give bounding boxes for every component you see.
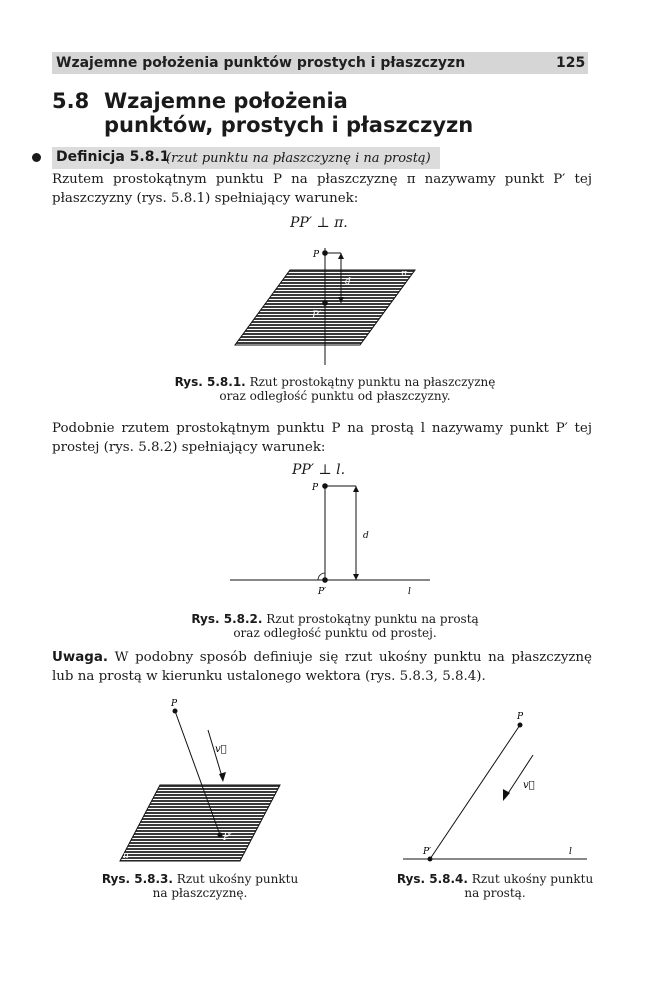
arrowhead-down — [338, 297, 344, 303]
caption-text: Rzut ukośny punktu — [471, 872, 594, 886]
caption-5-8-4: Rys. 5.8.4. Rzut ukośny punktu na prostą… — [355, 872, 635, 900]
label-l: l — [408, 587, 411, 597]
projection-line — [174, 710, 221, 836]
section-title: Wzajemne położenia punktów, prostych i p… — [104, 89, 473, 137]
point-P — [172, 708, 178, 714]
caption-text: Rzut prostokątny punktu na płaszczyznę — [249, 375, 496, 389]
label-pi: π — [400, 269, 408, 279]
figure-5-8-4: P v⃗ P′ l — [403, 712, 587, 862]
arrowhead-up — [338, 253, 344, 259]
point-P-prime — [427, 856, 433, 862]
label-P-prime: P′ — [222, 832, 233, 843]
label-P-prime: P′ — [422, 847, 431, 857]
figure-5-8-2: P d P′ l — [230, 483, 430, 597]
label-d: d — [345, 277, 351, 287]
plane-pi — [119, 784, 281, 862]
section-title-line1: Wzajemne położenia — [104, 89, 348, 113]
figure-5-8-3: P v⃗ P′ π — [119, 699, 281, 862]
paragraph-2: Podobnie rzutem prostokątnym punktu P na… — [52, 421, 592, 455]
label-pi: π — [122, 851, 130, 861]
caption-label: Rys. 5.8.2. — [191, 612, 263, 626]
caption-line2: oraz odległość punktu od płaszczyzny. — [219, 389, 451, 403]
point-P-prime — [322, 300, 328, 306]
bullet-icon — [32, 153, 41, 162]
caption-label: Rys. 5.8.3. — [101, 872, 173, 886]
arrowhead-up — [353, 486, 359, 492]
label-P: P — [312, 250, 320, 260]
remark-paragraph: Uwaga. W podobny sposób definiuje się rz… — [52, 648, 592, 686]
label-v: v⃗ — [215, 744, 227, 755]
page-number: 125 — [556, 55, 586, 71]
vector-v — [207, 729, 224, 781]
caption-text: Rzut prostokątny punktu na prostą — [266, 612, 479, 626]
label-P-prime: P′ — [317, 587, 326, 597]
label-v: v⃗ — [523, 780, 535, 791]
definition-label: Definicja 5.8.1 — [56, 149, 170, 165]
running-head: Wzajemne położenia punktów prostych i pł… — [56, 55, 466, 71]
caption-line2: na prostą. — [464, 886, 526, 900]
formula-2: PP′ ⊥ l. — [292, 462, 346, 478]
point-P — [517, 722, 523, 728]
definition-note: (rzut punktu na płaszczyznę i na prostą) — [166, 151, 431, 166]
caption-line2: na płaszczyznę. — [152, 886, 248, 900]
arrowhead-down — [353, 574, 359, 580]
caption-5-8-1: Rys. 5.8.1. Rzut prostokątny punktu na p… — [120, 375, 550, 403]
vector-v-arrowhead — [219, 772, 226, 782]
definition-bar — [52, 147, 440, 169]
right-angle-mark — [317, 572, 326, 581]
formula-1: PP′ ⊥ π. — [290, 215, 348, 231]
caption-5-8-3: Rys. 5.8.3. Rzut ukośny punktu na płaszc… — [60, 872, 340, 900]
paragraph-1: Rzutem prostokątnym punktu P na płaszczy… — [52, 172, 592, 206]
projection-line — [429, 724, 521, 860]
caption-label: Rys. 5.8.4. — [396, 872, 468, 886]
running-header-bar — [52, 52, 588, 74]
caption-line2: oraz odległość punktu od prostej. — [233, 626, 437, 640]
caption-text: Rzut ukośny punktu — [176, 872, 299, 886]
point-P-prime — [217, 832, 223, 838]
point-P — [322, 250, 328, 256]
point-P-prime — [322, 577, 328, 583]
vector-v-arrowhead — [503, 789, 510, 801]
section-number: 5.8 — [52, 89, 90, 113]
label-P: P — [170, 699, 178, 709]
figure-5-8-1: P d P′ π — [234, 248, 416, 365]
caption-5-8-2: Rys. 5.8.2. Rzut prostokątny punktu na p… — [120, 612, 550, 640]
section-title-line2: punktów, prostych i płaszczyzn — [104, 113, 474, 137]
label-d: d — [363, 531, 369, 541]
point-P — [322, 483, 328, 489]
remark-label: Uwaga. — [52, 650, 108, 665]
caption-label: Rys. 5.8.1. — [174, 375, 246, 389]
label-P: P — [516, 712, 524, 722]
label-P: P — [311, 483, 319, 493]
label-P-prime: P′ — [311, 310, 322, 321]
label-l: l — [569, 847, 572, 857]
vector-v — [504, 754, 534, 799]
remark-text: W podobny sposób definiuje się rzut ukoś… — [52, 650, 592, 684]
